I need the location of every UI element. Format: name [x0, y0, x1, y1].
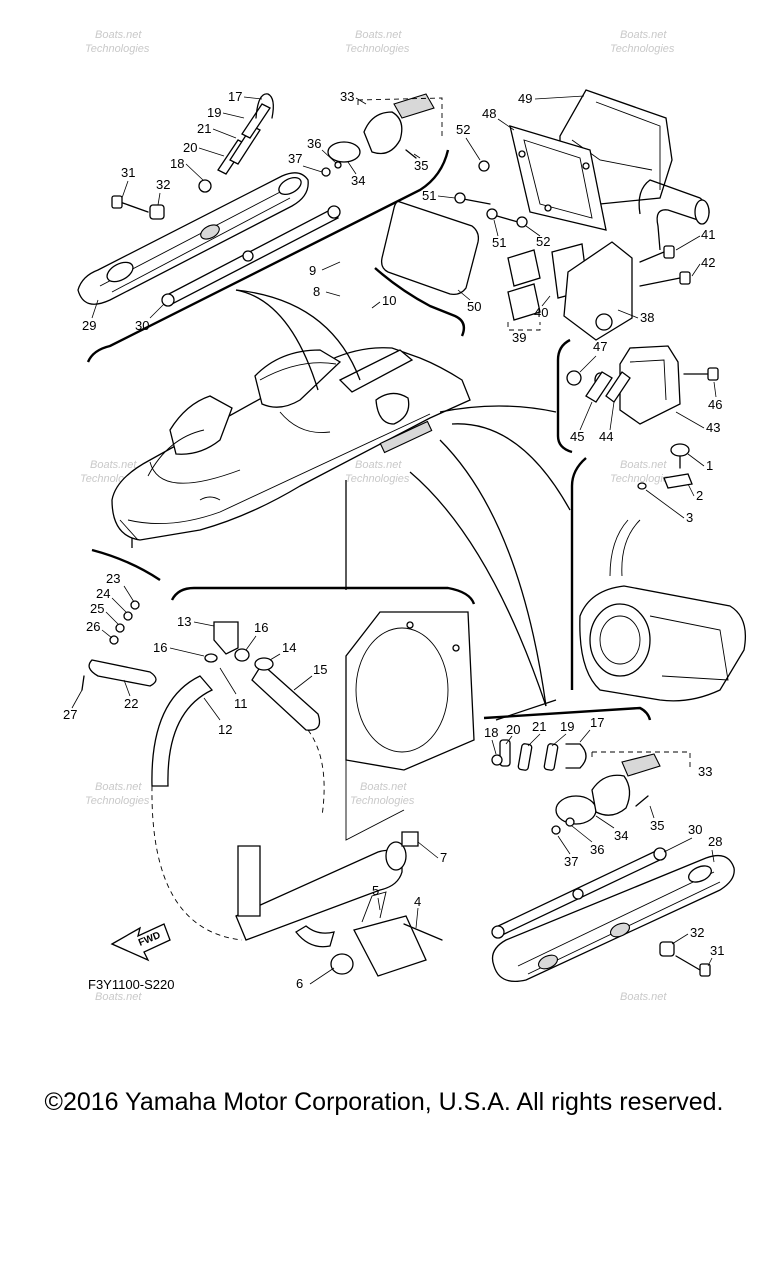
callout-37: 37 — [288, 151, 302, 166]
pointer-lines — [131, 289, 571, 721]
callout-20: 20 — [183, 140, 197, 155]
callout-52: 52 — [536, 234, 550, 249]
watermark: Boats.net — [620, 29, 667, 41]
callout-20: 20 — [506, 722, 520, 737]
callout-28: 28 — [708, 834, 722, 849]
callout-7: 7 — [440, 850, 447, 865]
callout-16: 16 — [153, 640, 167, 655]
callout-14: 14 — [282, 640, 296, 655]
callout-8: 8 — [313, 284, 320, 299]
callout-44: 44 — [599, 429, 613, 444]
watermark: Technologies — [350, 795, 415, 807]
callout-35: 35 — [414, 158, 428, 173]
callout-40: 40 — [534, 305, 548, 320]
callout-2: 2 — [696, 488, 703, 503]
callout-1: 1 — [706, 458, 713, 473]
watermark: Boats.net — [95, 781, 142, 793]
watermark: Technologies — [85, 795, 150, 807]
callout-48: 48 — [482, 106, 496, 121]
jet-pump-group — [570, 443, 747, 702]
callout-17: 17 — [590, 715, 604, 730]
watermark: Boats.net — [90, 459, 137, 471]
callout-33: 33 — [698, 764, 712, 779]
callout-15: 15 — [313, 662, 327, 677]
callout-31: 31 — [710, 943, 724, 958]
watermark: Boats.net — [620, 991, 667, 1000]
callout-4: 4 — [414, 894, 421, 909]
callout-51: 51 — [492, 235, 506, 250]
bottom-right-handle-group — [483, 706, 735, 983]
callout-30: 30 — [135, 318, 149, 333]
callout-17: 17 — [228, 89, 242, 104]
left-small-parts-group — [81, 548, 161, 691]
callout-26: 26 — [86, 619, 100, 634]
watermark: Technologies — [345, 473, 410, 485]
callout-41: 41 — [701, 227, 715, 242]
callout-31: 31 — [121, 165, 135, 180]
callout-23: 23 — [106, 571, 120, 586]
callout-labels: 17 19 21 20 18 31 32 33 36 37 34 35 49 4… — [63, 89, 724, 991]
callout-49: 49 — [518, 91, 532, 106]
callout-43: 43 — [706, 420, 720, 435]
callout-45: 45 — [570, 429, 584, 444]
callout-9: 9 — [309, 263, 316, 278]
parts-diagram: Boats.net Technologies Boats.net Technol… — [63, 29, 747, 1000]
callout-39: 39 — [512, 330, 526, 345]
bottom-left-hose-group: FWD — [110, 586, 476, 977]
callout-24: 24 — [96, 586, 110, 601]
callout-36: 36 — [307, 136, 321, 151]
callout-10: 10 — [382, 293, 396, 308]
callout-16: 16 — [254, 620, 268, 635]
callout-18: 18 — [170, 156, 184, 171]
callout-34: 34 — [614, 828, 628, 843]
callout-37: 37 — [564, 854, 578, 869]
callout-11: 11 — [234, 696, 248, 711]
callout-27: 27 — [63, 707, 77, 722]
callout-3: 3 — [686, 510, 693, 525]
callout-42: 42 — [701, 255, 715, 270]
callout-38: 38 — [640, 310, 654, 325]
top-right-box-group — [374, 89, 710, 341]
callout-30: 30 — [688, 822, 702, 837]
copyright-notice: ©2016 Yamaha Motor Corporation, U.S.A. A… — [44, 1088, 724, 1116]
watermark: Boats.net — [620, 459, 667, 471]
watermark: Boats.net — [355, 459, 402, 471]
callout-34: 34 — [351, 173, 365, 188]
right-bracket-group — [556, 338, 719, 454]
watermark: Boats.net — [360, 781, 407, 793]
callout-22: 22 — [124, 696, 138, 711]
callout-21: 21 — [532, 719, 546, 734]
callout-52: 52 — [456, 122, 470, 137]
watercraft-body — [111, 347, 471, 541]
watermark: Technologies — [610, 473, 675, 485]
callout-25: 25 — [90, 601, 104, 616]
callout-46: 46 — [708, 397, 722, 412]
watermark: Technologies — [345, 43, 410, 55]
callout-50: 50 — [467, 299, 481, 314]
callout-5: 5 — [372, 883, 379, 898]
callout-21: 21 — [197, 121, 211, 136]
callout-32: 32 — [156, 177, 170, 192]
watermark: Boats.net — [95, 991, 142, 1000]
watermark: Boats.net — [355, 29, 402, 41]
callout-51: 51 — [422, 188, 436, 203]
callout-19: 19 — [207, 105, 221, 120]
callout-6: 6 — [296, 976, 303, 991]
callout-18: 18 — [484, 725, 498, 740]
callout-12: 12 — [218, 722, 232, 737]
callout-33: 33 — [340, 89, 354, 104]
watermark: Technologies — [610, 43, 675, 55]
callout-32: 32 — [690, 925, 704, 940]
callout-35: 35 — [650, 818, 664, 833]
diagram-code: F3Y1100-S220 — [88, 977, 175, 992]
callout-29: 29 — [82, 318, 96, 333]
watermark: Technologies — [85, 43, 150, 55]
watermark: Boats.net — [95, 29, 142, 41]
top-left-handle-group — [77, 93, 450, 363]
callout-47: 47 — [593, 339, 607, 354]
callout-13: 13 — [177, 614, 191, 629]
callout-19: 19 — [560, 719, 574, 734]
callout-36: 36 — [590, 842, 604, 857]
